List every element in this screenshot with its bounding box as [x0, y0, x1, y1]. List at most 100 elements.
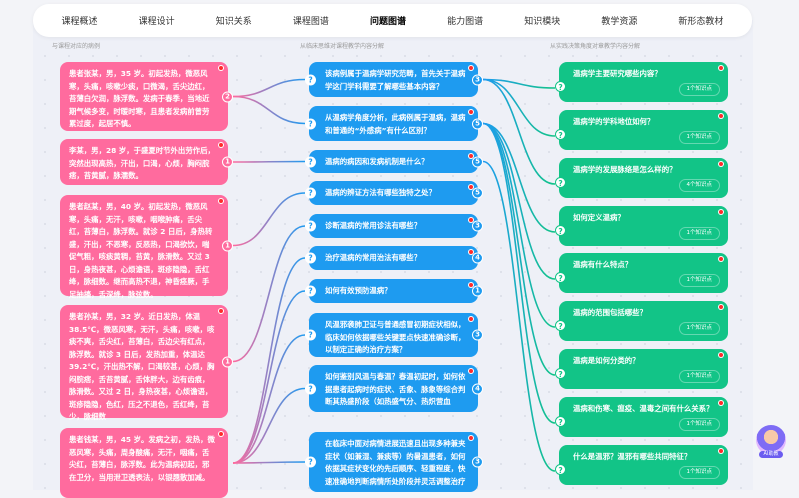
knowledge-question-text: 温病的范围包括哪些？ — [573, 308, 647, 317]
unread-dot — [469, 185, 473, 189]
question-icon: ? — [305, 74, 316, 85]
case-card[interactable]: 李某，男，28 岁，于盛夏时节外出劳作后，突然出现高热，汗出，口渴，心烦，胸闷脘… — [60, 139, 233, 185]
question-card[interactable]: ?温病的辨证方法有哪些独特之处？5 — [305, 181, 483, 205]
unread-dot — [219, 199, 223, 203]
question-icon: ? — [555, 81, 566, 92]
unread-dot — [719, 114, 723, 118]
connector-line — [232, 387, 306, 464]
question-text: 从温病学角度分析，此病例属于温病，温病和普通的“外感病”有什么区别？ — [325, 113, 466, 135]
knowledge-point-count: 1个知识点 — [678, 227, 720, 240]
column-title-cases: 与课程对应的病例 — [52, 43, 101, 50]
question-count-badge: 3 — [472, 74, 483, 85]
question-icon: ? — [305, 329, 316, 341]
question-card[interactable]: ?如何鉴别风温与春温？春温初起时，如何依据患者起病时的症状、舌象、脉象等综合判断… — [305, 365, 483, 412]
connector-line — [232, 225, 306, 363]
nav-tab-7[interactable]: 教学资源 — [601, 17, 638, 27]
case-count-badge: 2 — [222, 91, 233, 102]
question-icon: ? — [555, 129, 566, 140]
question-card[interactable]: ?治疗温病的常用治法有哪些？4 — [305, 246, 483, 270]
knowledge-point-count: 1个知识点 — [678, 466, 720, 479]
unread-dot — [219, 66, 223, 70]
unread-dot — [219, 309, 223, 313]
case-card[interactable]: 患者赵某，男，40 岁。初起发热，微恶风寒，头痛，无汗，咳嗽，咽喉肿痛，舌尖红，… — [60, 195, 233, 299]
question-text: 温病的辨证方法有哪些独特之处？ — [325, 188, 436, 197]
knowledge-question-card[interactable]: ?温病的范围包括哪些？1个知识点 — [555, 301, 728, 341]
unread-dot — [469, 250, 473, 254]
nav-tab-3[interactable]: 课程图谱 — [292, 17, 329, 27]
question-card[interactable]: ?温病的病因和发病机制是什么？5 — [305, 150, 483, 173]
nav-tab-8[interactable]: 新形态教材 — [678, 17, 724, 27]
unread-dot — [719, 210, 723, 214]
connector-line — [482, 122, 556, 424]
question-card[interactable]: ?诊断温病的常用诊法有哪些？3 — [305, 214, 483, 238]
connector-line — [482, 160, 556, 472]
connector-line — [482, 78, 556, 89]
question-text: 如何鉴别风温与春温？春温初起时，如何依据患者起病时的症状、舌象、脉象等综合判断其… — [325, 372, 466, 410]
nav-tab-6[interactable]: 知识模块 — [524, 17, 561, 27]
unread-dot — [469, 283, 473, 287]
question-icon: ? — [555, 320, 566, 331]
knowledge-question-card[interactable]: ?温病学的学科地位如何？1个知识点 — [555, 110, 728, 150]
case-card[interactable]: 患者孙某，男，32 岁。近日发热，体温 38.5℃，微恶风寒，无汗，头痛，咳嗽，… — [60, 305, 233, 421]
question-text: 该病例属于温病学研究范畴，首先关于温病学这门学科需要了解哪些基本内容？ — [325, 69, 466, 91]
nav-tab-2[interactable]: 知识关系 — [215, 17, 252, 27]
knowledge-point-count: 1个知识点 — [678, 370, 720, 383]
question-icon: ? — [555, 225, 566, 236]
question-card[interactable]: ? 该病例属于温病学研究范畴，首先关于温病学这门学科需要了解哪些基本内容？ 3 — [305, 62, 483, 97]
case-count-badge: 1 — [222, 356, 233, 367]
connector-line — [232, 334, 306, 464]
connector-line — [232, 461, 306, 464]
knowledge-question-card[interactable]: ?什么是温邪？温邪有哪些共同特征？1个知识点 — [555, 445, 728, 485]
connector-lines — [232, 78, 556, 472]
question-icon: ? — [555, 416, 566, 427]
nav-tab-0[interactable]: 课程概述 — [61, 17, 98, 27]
connector-line — [232, 290, 306, 464]
unread-dot — [719, 401, 723, 405]
knowledge-question-card[interactable]: ?温病和伤寒、瘟疫、温毒之间有什么关系？1个知识点 — [555, 397, 728, 437]
question-count-badge: 3 — [472, 220, 483, 232]
question-card[interactable]: ? 风温邪袭肺卫证与普通感冒初期症状相似，临床如何依据哪些关键要点快速准确诊断，以… — [305, 313, 483, 357]
connector-line — [482, 122, 556, 376]
knowledge-point-count: 1个知识点 — [678, 83, 720, 96]
question-text: 风温邪袭肺卫证与普通感冒初期症状相似，临床如何依据哪些关键要点快速准确诊断，以制… — [325, 320, 466, 354]
nav-tab-5[interactable]: 能力图谱 — [447, 17, 484, 27]
unread-dot — [469, 436, 473, 440]
unread-dot — [719, 66, 723, 70]
ai-assistant-button[interactable]: AI助教 — [756, 425, 786, 458]
knowledge-question-card[interactable]: ?温病是如何分类的？1个知识点 — [555, 349, 728, 389]
knowledge-question-card[interactable]: ?温病有什么特点？1个知识点 — [555, 253, 728, 293]
unread-dot — [469, 317, 473, 321]
nav-tab-1[interactable]: 课程设计 — [138, 17, 175, 27]
question-text: 如何有效预防温病？ — [325, 286, 392, 295]
connector-line — [482, 122, 556, 280]
unread-dot — [719, 257, 723, 261]
knowledge-point-count: 1个知识点 — [678, 418, 720, 431]
case-text: 患者赵某，男，40 岁。初起发热，微恶风寒，头痛，无汗，咳嗽，咽喉肿痛，舌尖红，… — [69, 202, 213, 299]
knowledge-question-card[interactable]: ?温病学的发展脉络是怎么样的？4个知识点 — [555, 158, 728, 198]
question-text: 治疗温病的常用治法有哪些？ — [325, 253, 422, 262]
question-count-badge: 5 — [472, 156, 483, 167]
question-text: 诊断温病的常用诊法有哪些？ — [325, 221, 422, 230]
knowledge-point-count: 1个知识点 — [678, 274, 720, 287]
column-title-clinical: 从临床思维对课程教学内容分解 — [300, 43, 385, 50]
case-text: 李某，男，28 岁，于盛夏时节外出劳作后，突然出现高热，汗出，口渴，心烦，胸闷脘… — [69, 146, 215, 180]
unread-dot — [719, 353, 723, 357]
question-count-badge: 1 — [472, 285, 483, 297]
question-text: 温病的病因和发病机制是什么？ — [325, 157, 429, 166]
knowledge-question-card[interactable]: ?温病学主要研究哪些内容？1个知识点 — [555, 62, 728, 102]
unread-dot — [469, 369, 473, 373]
question-card[interactable]: ?从温病学角度分析，此病例属于温病，温病和普通的“外感病”有什么区别？5 — [305, 106, 483, 141]
question-card[interactable]: ?在临床中面对病情进展迅速且出现多种兼夹症状（如兼湿、兼痰等）的暑温患者，如何依… — [305, 432, 483, 492]
case-count-badge: 1 — [222, 156, 233, 168]
case-card[interactable]: 患者钱某，男，45 岁。发病之初，发热，微恶风寒，头痛，周身酸痛，无汗，咽痛，舌… — [60, 428, 228, 498]
case-text: 患者张某，男，35 岁。初起发热，微恶风寒，头痛，咳嗽少痰，口微渴，舌尖边红，苔… — [69, 69, 210, 128]
connector-line — [232, 78, 306, 98]
case-card[interactable]: 患者张某，男，35 岁。初起发热，微恶风寒，头痛，咳嗽少痰，口微渴，舌尖边红，苔… — [60, 62, 233, 131]
question-card[interactable]: ?如何有效预防温病？1 — [305, 279, 483, 303]
unread-dot — [469, 218, 473, 222]
connector-line — [482, 78, 556, 185]
unread-dot — [469, 110, 473, 114]
nav-tab-4[interactable]: 问题图谱 — [369, 17, 406, 27]
knowledge-question-card[interactable]: ?如何定义温病？1个知识点 — [555, 206, 728, 246]
question-text: 在临床中面对病情进展迅速且出现多种兼夹症状（如兼湿、兼痰等）的暑温患者，如何依据… — [325, 439, 466, 486]
